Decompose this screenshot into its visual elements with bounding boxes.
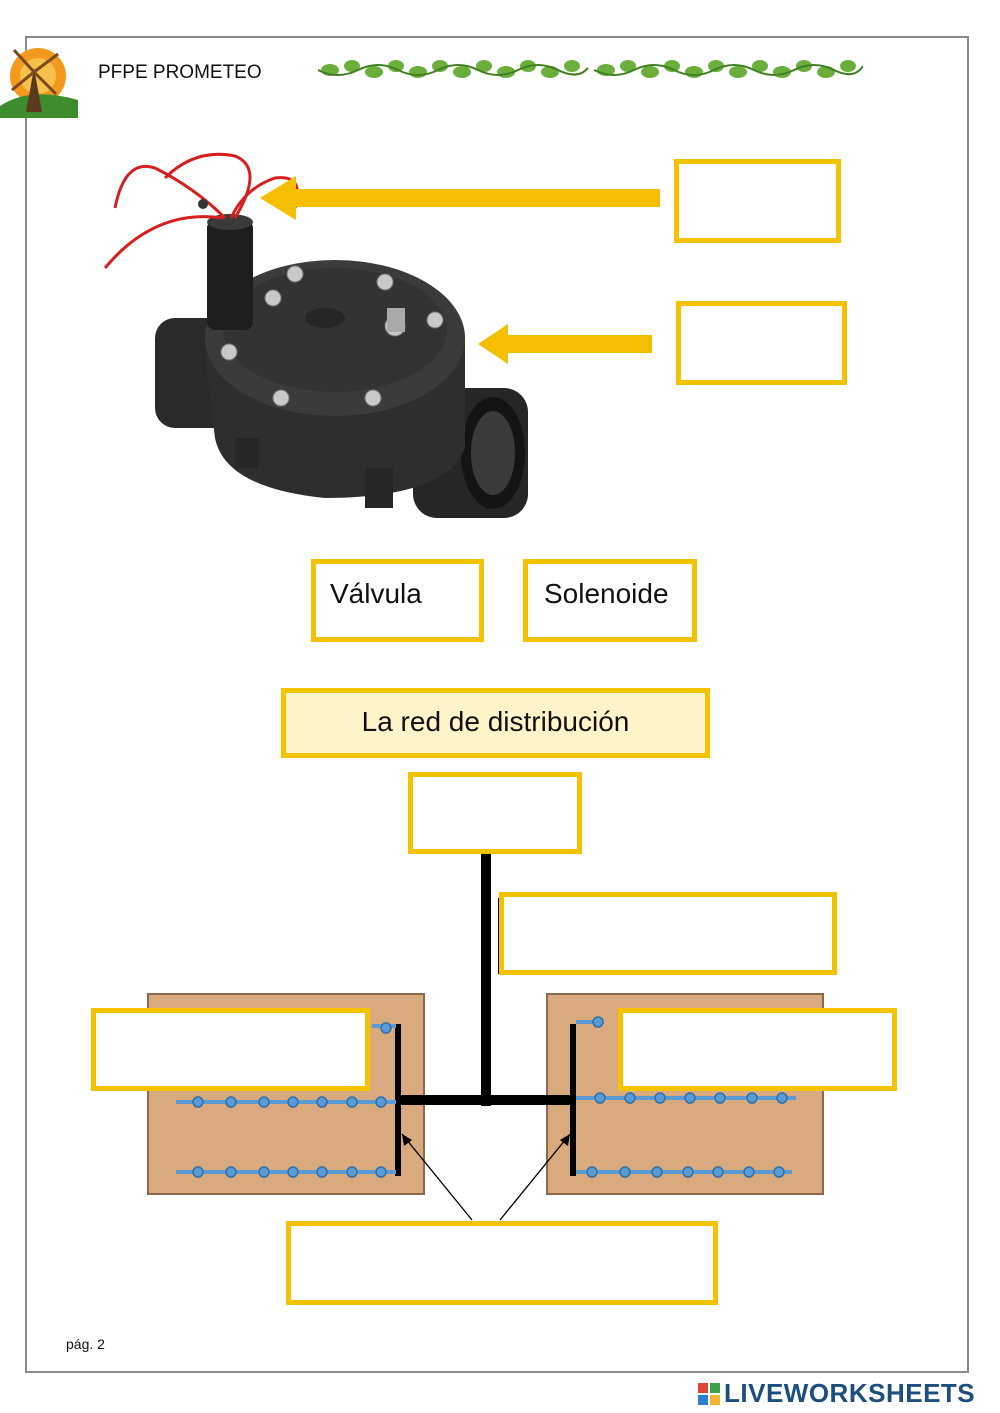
tertiary-pipe-left [395,1024,401,1176]
page-number: pág. 2 [66,1336,105,1352]
answer-input-lateral-right[interactable] [623,1013,892,1086]
liveworksheets-brand[interactable]: LIVEWORKSHEETS [724,1378,976,1408]
answer-box-head[interactable] [408,772,582,854]
arrow-to-solenoid-icon [260,176,660,220]
answer-input-head[interactable] [413,777,577,849]
answer-box-tertiary[interactable] [286,1221,718,1305]
vine-border-icon [318,60,863,78]
word-option-valvula[interactable]: Válvula [311,559,484,642]
header-title: PFPE PROMETEO [98,62,262,83]
word-option-solenoide[interactable]: Solenoide [523,559,697,642]
tertiary-pipe-right [570,1024,576,1176]
answer-box-valve[interactable] [676,301,847,385]
solenoid-valve-photo-icon [103,152,528,518]
answer-input-valve[interactable] [681,306,842,380]
answer-input-main-pipe[interactable] [504,897,832,970]
answer-box-lateral-right[interactable] [618,1008,897,1091]
network-section-title: La red de distribución [281,688,710,758]
windmill-logo-icon [0,48,78,118]
answer-input-tertiary[interactable] [291,1226,713,1300]
page-frame [25,36,969,1373]
main-pipe [481,854,491,1106]
answer-input-lateral-left[interactable] [96,1013,365,1086]
answer-input-solenoid[interactable] [679,164,836,238]
answer-box-solenoid[interactable] [674,159,841,243]
arrow-to-valve-icon [478,324,652,364]
answer-box-main-pipe[interactable] [499,892,837,975]
secondary-pipe [396,1095,574,1105]
answer-box-lateral-left[interactable] [91,1008,370,1091]
liveworksheets-logo-icon [698,1383,720,1405]
